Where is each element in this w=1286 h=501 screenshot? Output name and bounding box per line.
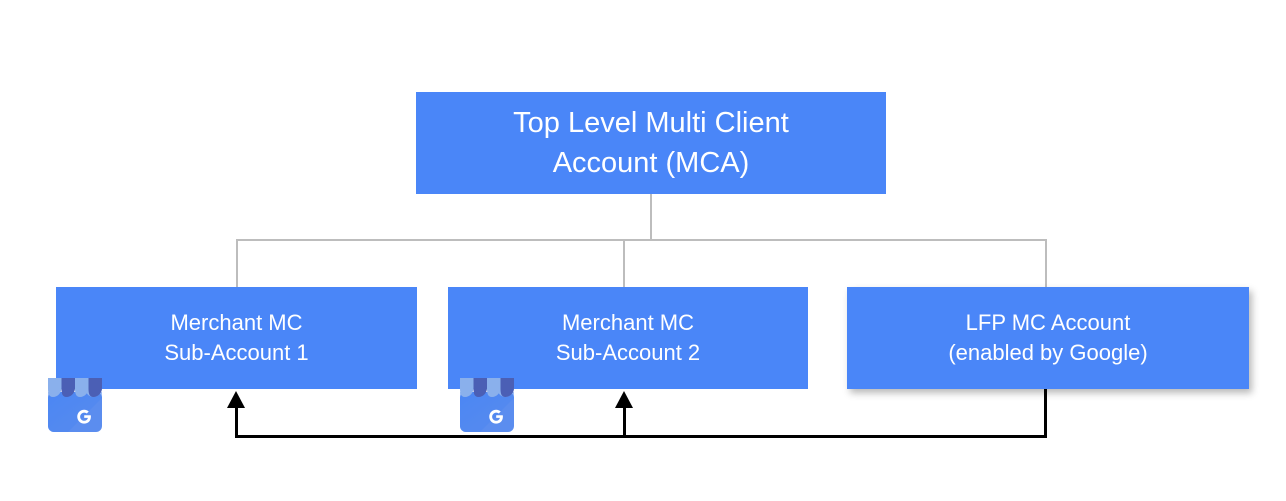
google-g-glyph (489, 409, 503, 424)
node-top-level-mca[interactable]: Top Level Multi Client Account (MCA) (416, 92, 886, 194)
connector-top-stem (650, 194, 652, 241)
feedback-riser-sub1 (235, 405, 238, 437)
node-merchant-sub-account-2-line1: Merchant MC (561, 310, 695, 335)
google-business-storefront-icon (48, 378, 102, 432)
node-lfp-mc-account[interactable]: LFP MC Account (enabled by Google) (847, 287, 1249, 389)
feedback-riser-sub2 (623, 405, 626, 437)
node-merchant-sub-account-1[interactable]: Merchant MC Sub-Account 1 (56, 287, 417, 389)
node-merchant-sub-account-1-line2: Sub-Account 1 (164, 340, 309, 365)
connector-drop-lfp (1045, 239, 1047, 288)
google-business-storefront-icon (460, 378, 514, 432)
connector-horizontal-bus (236, 239, 1047, 241)
node-merchant-sub-account-2[interactable]: Merchant MC Sub-Account 2 (448, 287, 808, 389)
connector-drop-sub2 (623, 239, 625, 288)
connector-drop-sub1 (236, 239, 238, 288)
node-top-level-mca-line2: Account (MCA) (552, 147, 750, 179)
feedback-arrowhead-sub1 (227, 391, 245, 408)
node-lfp-mc-account-line1: LFP MC Account (965, 310, 1131, 335)
node-merchant-sub-account-2-line2: Sub-Account 2 (555, 340, 701, 365)
feedback-arrowhead-sub2 (615, 391, 633, 408)
feedback-line-horizontal (235, 435, 1047, 438)
node-top-level-mca-line1: Top Level Multi Client (513, 107, 789, 139)
feedback-line-from-lfp (1044, 388, 1047, 438)
node-lfp-mc-account-line2: (enabled by Google) (948, 340, 1148, 365)
google-g-glyph (77, 409, 91, 424)
node-merchant-sub-account-1-line1: Merchant MC (170, 310, 303, 335)
